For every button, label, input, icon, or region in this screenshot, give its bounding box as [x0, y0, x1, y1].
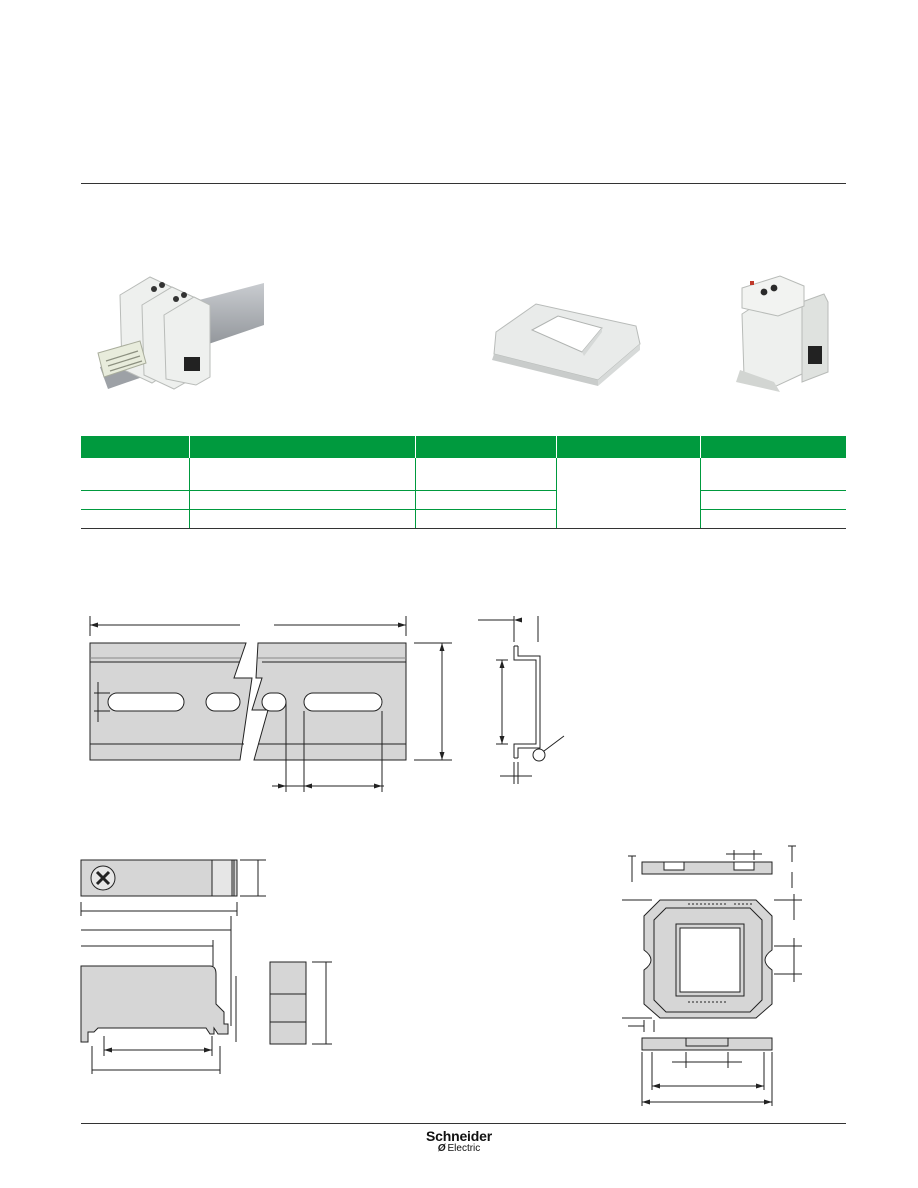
table-cell: [415, 509, 557, 529]
table-cell: [700, 509, 846, 529]
table-header-row: [81, 436, 846, 458]
logo-mark-icon: Ø: [437, 1143, 446, 1154]
din-rail-profile-drawing: [478, 616, 565, 784]
bottom-divider: [81, 1123, 846, 1124]
accessories-table: [81, 436, 846, 529]
table-cell: [189, 458, 416, 491]
logo-brand: Schneider: [426, 1128, 492, 1144]
table-header-cell: [700, 436, 846, 458]
adapter-plate-drawing: [622, 845, 802, 1106]
table-row: [81, 458, 846, 529]
end-clamp-drawing: [80, 859, 332, 1074]
din-rail-relays-photo: [80, 265, 264, 407]
screw-icon: [90, 865, 116, 891]
table-cell: [700, 490, 846, 510]
table-row: [81, 509, 846, 529]
din-rail-front-drawing: [89, 616, 452, 792]
table-header-cell: [189, 436, 416, 458]
table-cell: [415, 458, 557, 491]
table-cell: [189, 490, 416, 510]
table-header-cell: [415, 436, 557, 458]
relay-on-adapter-photo: [720, 272, 844, 392]
table-cell-merged: [556, 458, 701, 529]
table-cell: [189, 509, 416, 529]
table-cell: [415, 490, 557, 510]
table-header-cell: [81, 436, 190, 458]
table-cell: [81, 509, 190, 529]
table-cell: [81, 490, 190, 510]
table-cell: [81, 458, 190, 491]
mounting-adapter-photo: [486, 292, 648, 390]
top-divider: [81, 183, 846, 184]
table-cell: [700, 458, 846, 491]
table-row: [81, 490, 846, 510]
table-header-cell: [556, 436, 701, 458]
logo-sub-text: Electric: [447, 1143, 481, 1154]
